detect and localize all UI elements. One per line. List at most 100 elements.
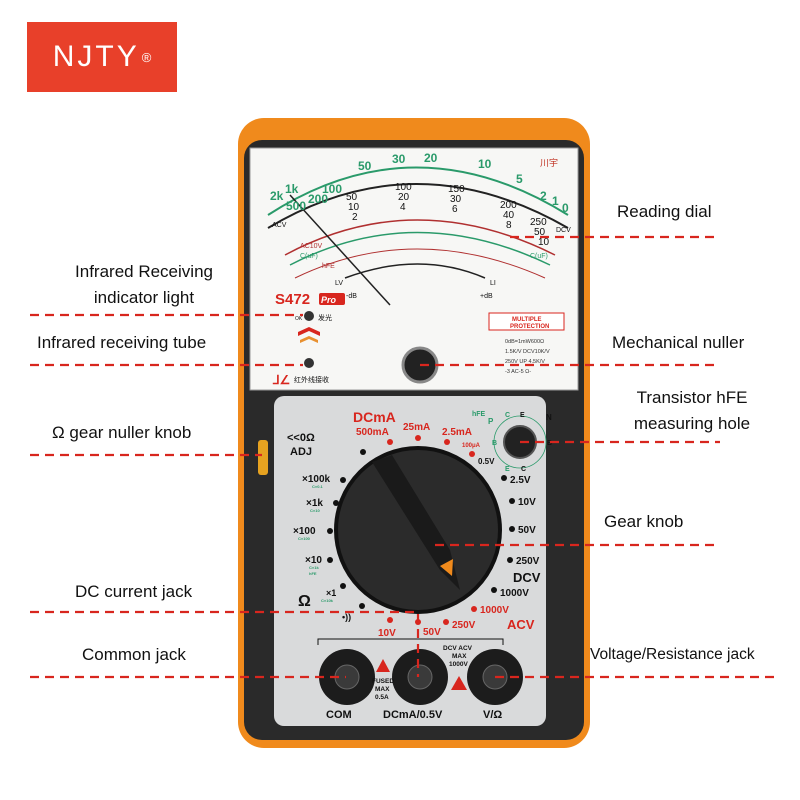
- panel-v10: 10V: [518, 497, 536, 508]
- panel-x1k-c: C×10: [310, 508, 320, 513]
- dial-ohm-scale-1: 1k: [285, 182, 299, 196]
- panel-b: B: [492, 440, 497, 447]
- panel-ohm: Ω: [298, 593, 311, 610]
- dial-ohm-scale-5: 50: [358, 159, 372, 173]
- panel-fused-3: 0.5A: [375, 694, 389, 701]
- dial-hfe: hFE: [322, 263, 335, 270]
- panel-c: C: [521, 466, 526, 473]
- panel-b: B: [547, 440, 552, 447]
- dial-spec-4: -3 AC-5 Ω-: [505, 369, 531, 375]
- panel-x100-c: C×100: [298, 536, 311, 541]
- spec-text: 0dB=1mW600Ω 1.5K/V DCV10K/V 250V UP 4.5K…: [505, 339, 550, 375]
- panel-hfe: hFE: [472, 411, 486, 418]
- dial-cuf: C(uF): [530, 253, 548, 260]
- dial-ohm-scale-7: 20: [424, 151, 438, 165]
- dial-ohm-scale-3: 200: [308, 192, 328, 206]
- label-hfe-2: measuring hole: [633, 414, 751, 433]
- range-dots: [387, 435, 477, 625]
- dial-lv: LV: [335, 280, 343, 287]
- label-mechanical-nuller: Mechanical nuller: [612, 333, 745, 352]
- panel-x1-c: C×10k: [321, 598, 334, 603]
- panel-n: N: [546, 413, 552, 422]
- dial-dc-scale-a-1: 100: [395, 182, 412, 193]
- panel-acv10: 10V: [378, 628, 396, 639]
- dial-dc-scale-c-1: 4: [400, 202, 406, 213]
- dial-dc-scale-c-0: 2: [352, 212, 358, 223]
- dial-dc-scale-c-4: 10: [538, 237, 550, 248]
- jack-bracket: [317, 638, 504, 645]
- dial-minus-db: -dB: [346, 293, 357, 300]
- label-ohm-nuller: Ω gear nuller knob: [52, 423, 192, 442]
- panel-labels: <<0Ω ADJ DCmA 500mA 25mA 2.5mA 100μA 0.5…: [287, 409, 552, 639]
- panel-x100k: ×100k: [302, 474, 331, 485]
- panel-max-2: MAX: [452, 653, 467, 660]
- dial-ac10v: AC10V: [300, 243, 323, 250]
- label-ir-indicator-2: indicator light: [93, 288, 195, 307]
- dial-dcv: DCV: [556, 227, 571, 234]
- dial-ohm-scale-6: 30: [392, 152, 406, 166]
- label-reading-dial: Reading dial: [617, 202, 712, 221]
- leader-lines: [30, 235, 775, 679]
- label-ir-tube: Infrared receiving tube: [37, 333, 207, 352]
- dial-dc-scale-b-1: 20: [398, 192, 410, 203]
- dial-cuf: C(uF): [300, 253, 318, 260]
- logo-registered-mark: ®: [141, 49, 152, 65]
- ir-icon: ⅃∠: [272, 373, 290, 387]
- logo-text: NJTY: [52, 40, 140, 73]
- dial-spec-3: 250V UP 4.5K/V: [505, 359, 545, 365]
- panel-adj-2: ADJ: [290, 446, 312, 458]
- panel-max-1: DCV ACV: [443, 645, 473, 652]
- dcma-jack-hole: [407, 664, 433, 690]
- ir-wave-icon: [300, 336, 318, 343]
- ir-receiving-tube: [304, 358, 314, 368]
- dial-ohm-scale-4: 100: [322, 182, 342, 196]
- protection-text-1: MULTIPLE: [512, 317, 542, 323]
- warning-icon: [376, 659, 390, 672]
- panel-adj-1: <<0Ω: [287, 432, 315, 444]
- dial-dc-scale-a-0: 50: [346, 192, 358, 203]
- panel-ma2-5: 2.5mA: [442, 427, 472, 438]
- panel-x10: ×10: [305, 555, 322, 566]
- panel-dcma: DCmA: [353, 409, 396, 425]
- label-ir-indicator-1: Infrared Receiving: [75, 262, 213, 281]
- com-label: COM: [326, 709, 352, 721]
- jack-warnings: FUSED MAX 0.5A DCV ACV MAX 1000V: [372, 645, 473, 701]
- panel-x1: ×1: [326, 588, 336, 598]
- panel-fused-1: FUSED: [372, 678, 394, 685]
- dial-ohm-scale-0: 2k: [270, 189, 284, 203]
- panel-buzzer: •)): [342, 612, 351, 622]
- ohm-nuller-knob[interactable]: [258, 440, 268, 475]
- acv-250v-label: 250V: [452, 620, 476, 631]
- panel-p: P: [488, 417, 494, 426]
- needle: [289, 194, 391, 306]
- panel-x10-c: C×1k: [309, 565, 319, 570]
- dial-ohm-scale-12: 0: [562, 201, 569, 215]
- hfe-ring: [493, 415, 547, 469]
- panel-ma500: 500mA: [356, 427, 389, 438]
- gear-knob-pointer: [372, 455, 460, 590]
- panel-x10-hfe: hFE: [309, 571, 317, 576]
- panel-x1k: ×1k: [306, 498, 323, 509]
- dial-li: LI: [490, 280, 496, 287]
- dial-dc-scale-a-4: 250: [530, 217, 547, 228]
- dial-dc-scale-b-0: 10: [348, 202, 360, 213]
- dial-ohm-scale-9: 5: [516, 172, 523, 186]
- dial-dc-scale-b-2: 30: [450, 194, 462, 205]
- dial-ohm-scale-2: 500: [286, 199, 306, 213]
- label-common-jack: Common jack: [82, 645, 186, 664]
- panel-fused-2: MAX: [375, 686, 390, 693]
- label-volt-res-jack: Voltage/Resistance jack: [590, 646, 755, 663]
- panel-dcv: DCV: [513, 570, 541, 585]
- dial-dc-scale-b-4: 50: [534, 227, 546, 238]
- dial-brand-cn: 川宇: [540, 157, 558, 168]
- dial-dc-scale-b-3: 40: [503, 210, 515, 221]
- dc-scale: 50 100 150 200 250 10 20 30 40 50 2 4 6 …: [346, 182, 550, 248]
- dial-acv: ACV: [272, 222, 287, 229]
- ir-wave-icon: [298, 327, 320, 336]
- dial-dc-scale-a-3: 200: [500, 200, 517, 211]
- panel-v1000: 1000V: [500, 588, 529, 599]
- panel-max-3: 1000V: [449, 661, 468, 668]
- panel-x100k-c: C×0.1: [312, 484, 324, 489]
